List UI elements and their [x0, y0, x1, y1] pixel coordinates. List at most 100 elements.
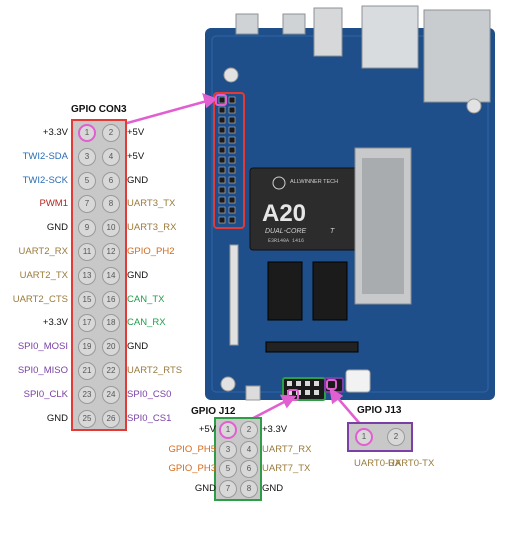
board: ALLWINNER TECH A20 DUAL-CORE T E3R140A 1…: [205, 5, 495, 401]
j12-pin-1: 1: [219, 421, 237, 439]
con3-pin1-marker: [215, 94, 227, 106]
j13-label-pin-2: UART0-TX: [388, 458, 435, 469]
j12-board-pin: [314, 381, 319, 386]
j12-board-pin: [305, 390, 310, 395]
board-header-pin: [218, 176, 226, 184]
board-header-pin: [228, 126, 236, 134]
j12-pin-8: 8: [240, 479, 258, 498]
con3-pin-22: 22: [102, 362, 120, 380]
board-header-pin: [228, 146, 236, 154]
con3-pin-14: 14: [102, 266, 120, 285]
board-header-pin: [218, 196, 226, 204]
board-header-pin: [228, 216, 236, 224]
con3-pin-8: 8: [102, 195, 120, 214]
con3-pin-15: 15: [78, 290, 96, 309]
ram-chip: [267, 261, 303, 321]
j13-label-pin-1: UART0-RX: [354, 458, 402, 469]
button: [245, 385, 261, 401]
mounting-hole: [223, 67, 239, 83]
chip-logo-icon: [272, 176, 286, 190]
con3-label-pin-17: +3.3V: [42, 317, 68, 329]
board-header-pin: [228, 186, 236, 194]
con3-pin-19: 19: [78, 338, 96, 357]
j12-label-pin-6: UART7_TX: [262, 463, 311, 474]
con3-pin-3: 3: [78, 147, 96, 166]
con3-board-highlight: [213, 92, 245, 229]
j12-board-pin: [314, 390, 319, 395]
j12-board-pin: [287, 390, 292, 395]
con3-pin-17: 17: [78, 314, 96, 333]
con3-pin-25: 25: [78, 409, 96, 428]
board-header-pin: [218, 126, 226, 134]
chip-model: A20: [262, 200, 306, 227]
j12-pin-7: 7: [219, 479, 237, 498]
con3-label-pin-3: TWI2-SDA: [22, 150, 68, 162]
con3-label-pin-19: SPI0_MOSI: [17, 341, 68, 353]
ethernet-port: [423, 9, 491, 103]
j12-label-pin-1: +5V: [198, 424, 216, 435]
chip-code: E3R140A 1416: [268, 238, 304, 244]
mounting-hole: [220, 376, 236, 392]
con3-pin-26: 26: [102, 409, 120, 428]
con3-label-pin-2: +5V: [127, 127, 145, 138]
j12-label-pin-5: GPIO_PH3: [168, 463, 216, 474]
con3-pin-2: 2: [102, 124, 120, 142]
con3-label-pin-7: PWM1: [39, 198, 69, 210]
board-header-pin: [228, 136, 236, 144]
j12-board-pin: [296, 381, 301, 386]
chip-subtitle: DUAL-CORE: [265, 228, 307, 235]
board-header-pin: [228, 166, 236, 174]
con3-label-pin-26: SPI0_CS1: [127, 412, 172, 424]
board-header-pin: [218, 166, 226, 174]
con3-label-pin-14: GND: [127, 269, 149, 281]
con3-label-pin-11: UART2_RX: [18, 246, 68, 257]
micro-usb-port: [282, 13, 306, 35]
con3-label-pin-18: CAN_RX: [127, 317, 166, 329]
con3-pin-10: 10: [102, 219, 120, 238]
board-header-pin: [228, 196, 236, 204]
j12-label-pin-3: GPIO_PH5: [168, 443, 216, 455]
micro-usb-port: [235, 13, 259, 35]
board-header-pin: [228, 116, 236, 124]
con3-pin-1: 1: [78, 124, 96, 142]
con3-label-pin-6: GND: [127, 174, 149, 186]
board-header-pin: [218, 146, 226, 154]
chip-mark: T: [330, 228, 335, 235]
board-header-pin: [228, 206, 236, 214]
con3-pin-7: 7: [78, 195, 96, 214]
ram-chip: [312, 261, 348, 321]
con3-pin-12: 12: [102, 243, 120, 261]
con3-label-pin-8: UART3_TX: [127, 198, 176, 210]
j12-pin-4: 4: [240, 440, 258, 459]
j12-label-pin-4: UART7_RX: [262, 443, 312, 455]
con3-arrowhead: [202, 93, 218, 109]
j12-arrowhead: [279, 394, 297, 409]
con3-pin-9: 9: [78, 219, 96, 238]
con3-pin-16: 16: [102, 290, 120, 309]
board-header-pin: [218, 206, 226, 214]
j13-pin-2: 2: [387, 428, 405, 446]
con3-pin-11: 11: [78, 243, 96, 261]
con3-label-pin-13: UART2_TX: [19, 269, 68, 281]
board-header-pin: [218, 216, 226, 224]
con3-pin-13: 13: [78, 266, 96, 285]
board-header-pin: [228, 96, 236, 104]
con3-pin-4: 4: [102, 147, 120, 166]
j12-pin-6: 6: [240, 460, 258, 478]
board-header-pin: [218, 116, 226, 124]
pin1-callouts: [215, 94, 337, 401]
j12-label-pin-7: GND: [194, 482, 216, 494]
con3-label-pin-15: UART2_CTS: [12, 293, 68, 305]
ribbon-connector: [265, 341, 359, 353]
con3-label-pin-5: TWI2-SCK: [22, 174, 68, 186]
board-header-pin: [218, 186, 226, 194]
j12-pin-5: 5: [219, 460, 237, 478]
con3-label-pin-16: CAN_TX: [127, 293, 165, 305]
j13-title: GPIO J13: [357, 405, 402, 416]
con3-pin-21: 21: [78, 362, 96, 380]
ribbon-connector: [229, 244, 239, 346]
board-header-pin: [228, 106, 236, 114]
j13-pin-1: 1: [355, 428, 373, 446]
usb-port: [313, 7, 343, 57]
con3-label-pin-24: SPI0_CS0: [127, 388, 172, 400]
